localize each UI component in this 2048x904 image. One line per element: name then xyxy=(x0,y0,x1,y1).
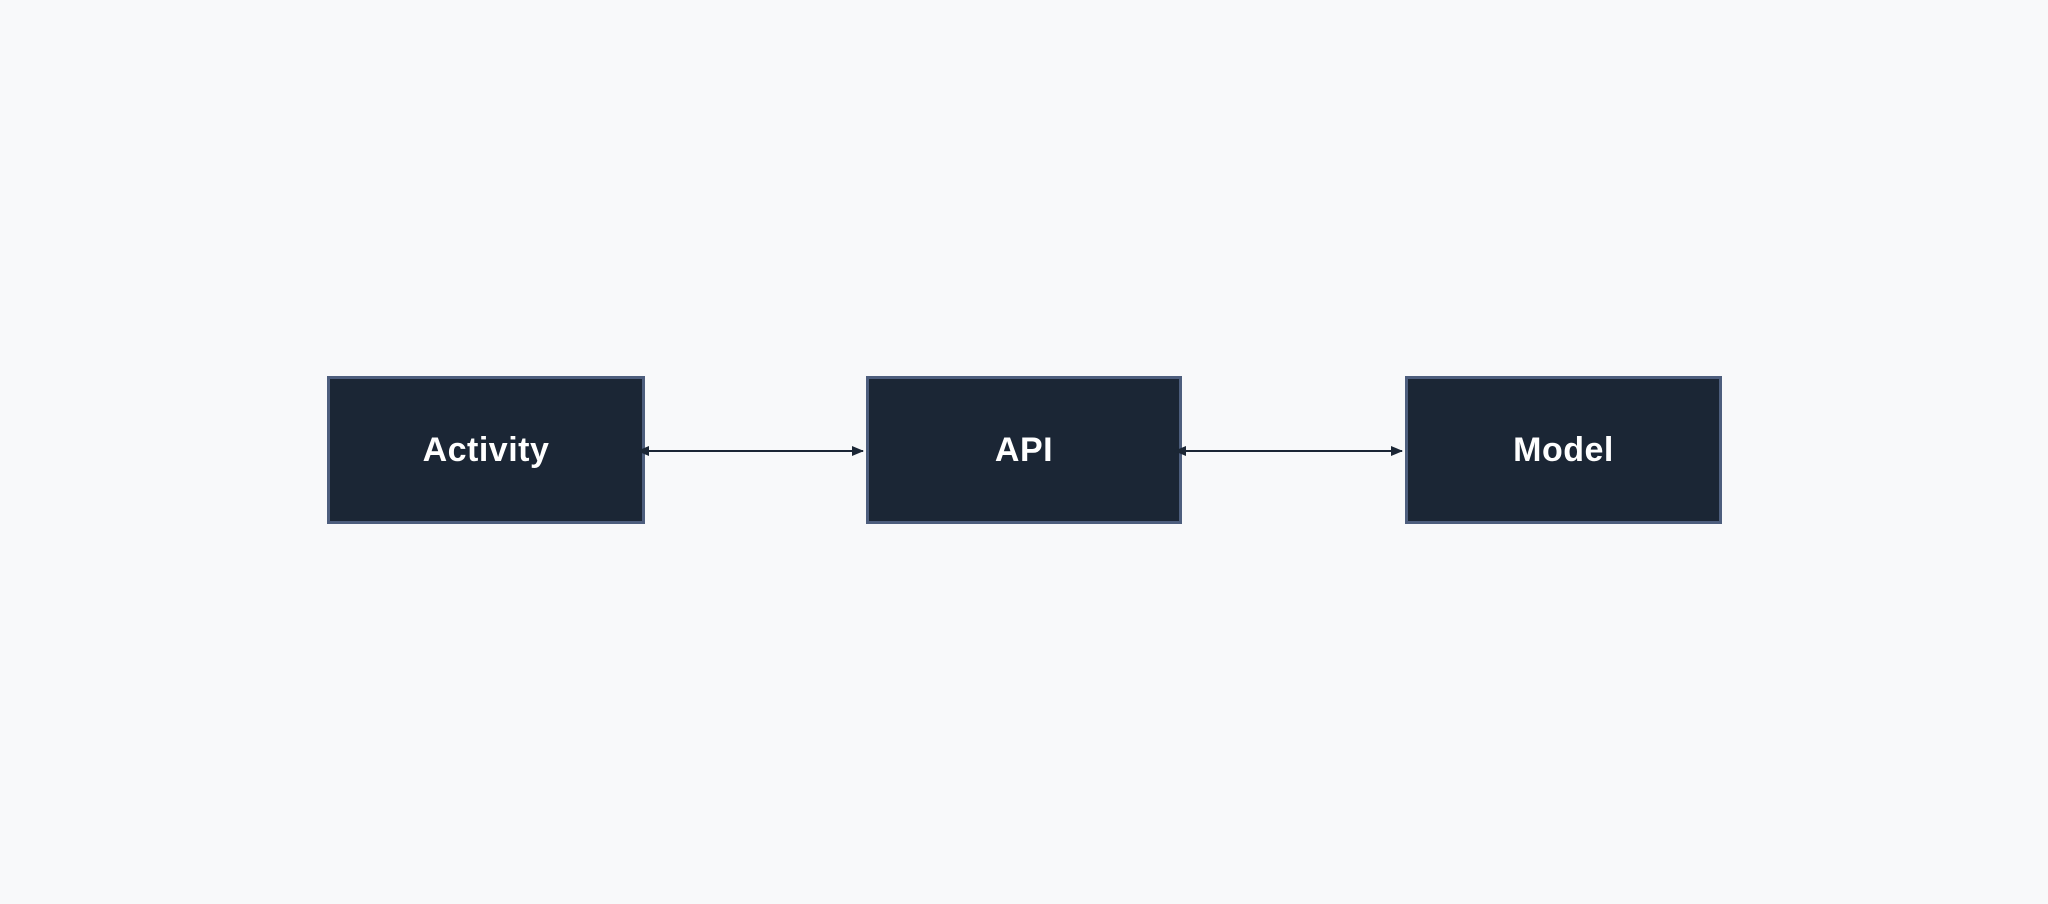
node-activity: Activity xyxy=(327,376,645,524)
node-model-label: Model xyxy=(1513,430,1614,469)
node-api-label: API xyxy=(994,430,1054,469)
edge-api-model xyxy=(1174,446,1403,456)
edge-activity-api xyxy=(637,446,864,456)
node-model: Model xyxy=(1405,376,1722,524)
node-api: API xyxy=(866,376,1182,524)
node-activity-label: Activity xyxy=(422,430,550,469)
